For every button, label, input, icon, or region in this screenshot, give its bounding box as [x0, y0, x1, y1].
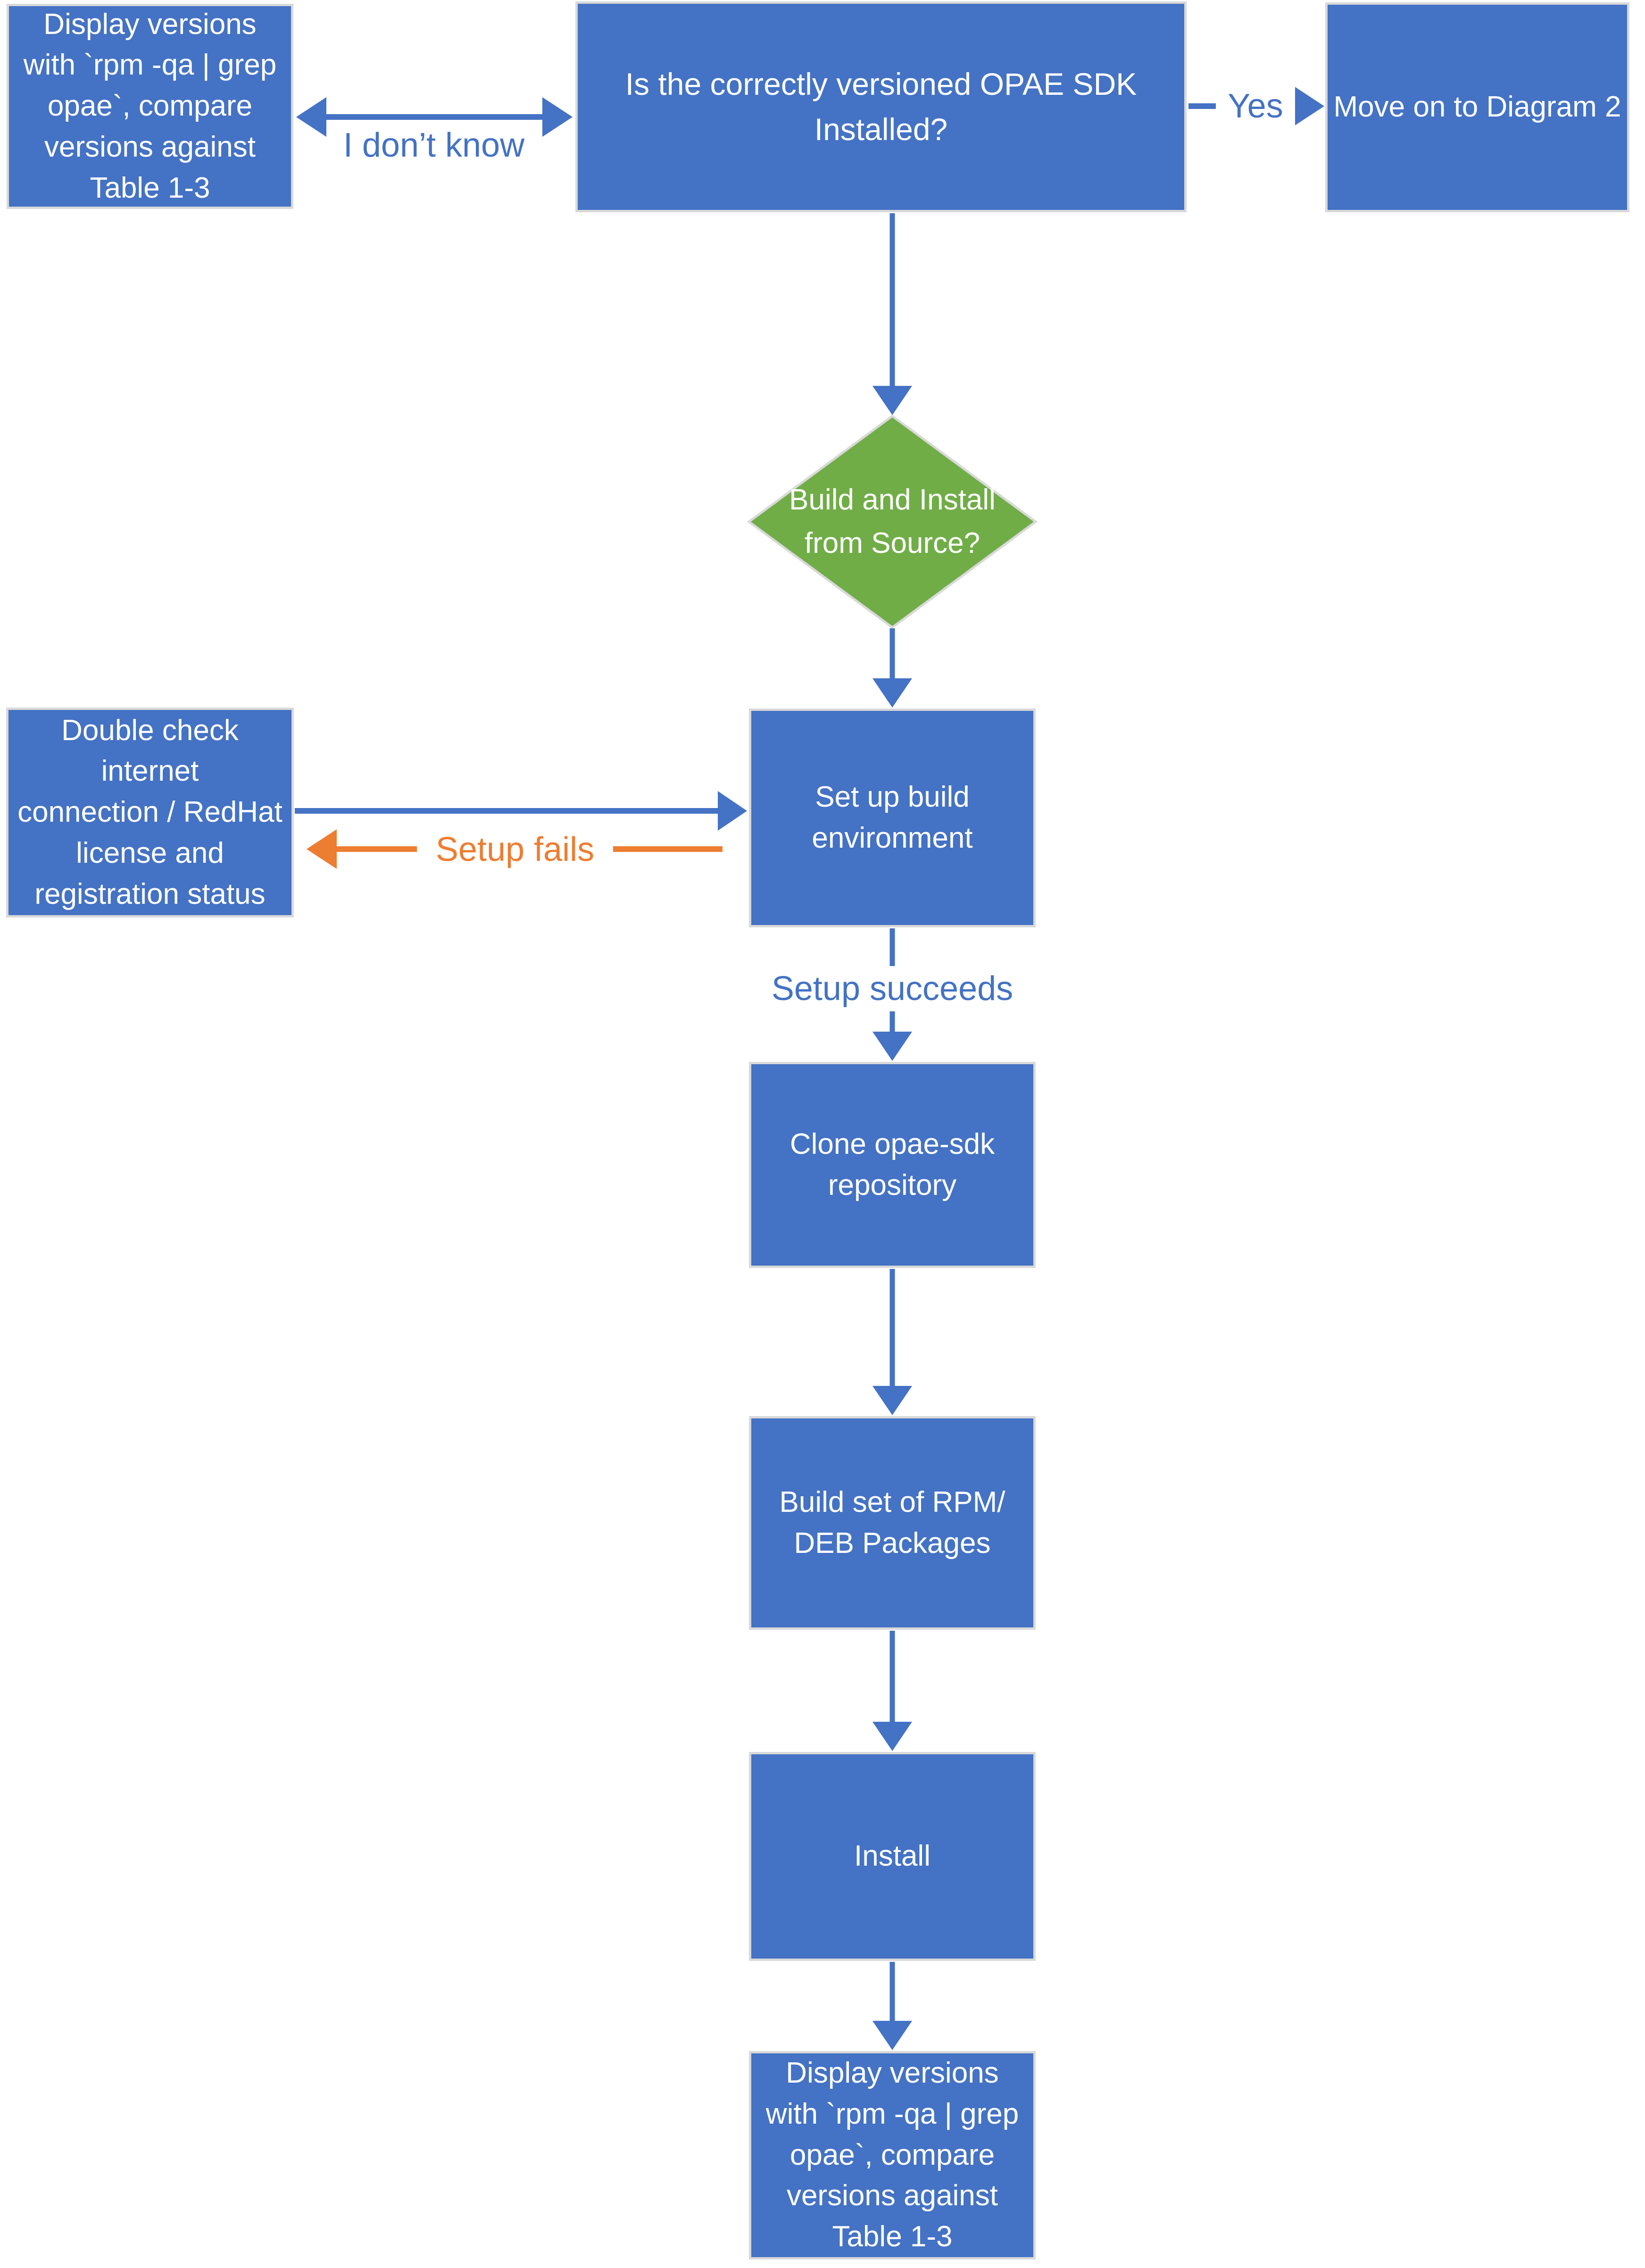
- decision-build-from-source-shape: [747, 414, 1038, 629]
- arrow-i-dont-know-right-head: [542, 97, 573, 137]
- node-opae-sdk-installed: Is the correctly versioned OPAE SDK Inst…: [575, 1, 1187, 212]
- arrow-install-to-display-head: [872, 2021, 912, 2050]
- edge-label-setup-fails: Setup fails: [417, 827, 613, 872]
- edge-label-i-dont-know: I don’t know: [343, 126, 525, 164]
- node-build-rpm-deb-packages: Build set of RPM/ DEB Packages: [749, 1416, 1036, 1630]
- arrow-setup-succeeds-head: [872, 1032, 912, 1061]
- node-double-check-internet: Double check internet connection / RedHa…: [6, 708, 294, 917]
- node-install: Install: [749, 1752, 1036, 1961]
- node-clone-opae-sdk-repository: Clone opae-sdk repository: [749, 1062, 1036, 1268]
- arrow-decision-to-setup-head: [872, 678, 912, 708]
- node-move-on-to-diagram-2: Move on to Diagram 2: [1325, 2, 1629, 212]
- arrow-build-to-install-head: [872, 1722, 912, 1751]
- edge-label-yes: Yes: [1216, 84, 1295, 128]
- node-display-versions-bottom: Display versions with `rpm -qa | grep op…: [749, 2051, 1036, 2260]
- arrow-clone-to-build-head: [872, 1386, 912, 1415]
- node-display-versions-top: Display versions with `rpm -qa | grep op…: [7, 4, 293, 209]
- arrow-doublecheck-to-setup-head: [718, 791, 747, 831]
- arrow-yes-head: [1294, 86, 1324, 126]
- arrow-installed-to-decision-head: [872, 386, 912, 415]
- node-setup-build-environment: Set up build environment: [749, 709, 1036, 927]
- decision-build-from-source-label: Build and Install from Source?: [789, 484, 996, 559]
- arrow-i-dont-know-left-head: [296, 97, 326, 137]
- edge-label-setup-succeeds: Setup succeeds: [769, 966, 1016, 1011]
- arrow-setup-fails-head: [307, 829, 337, 869]
